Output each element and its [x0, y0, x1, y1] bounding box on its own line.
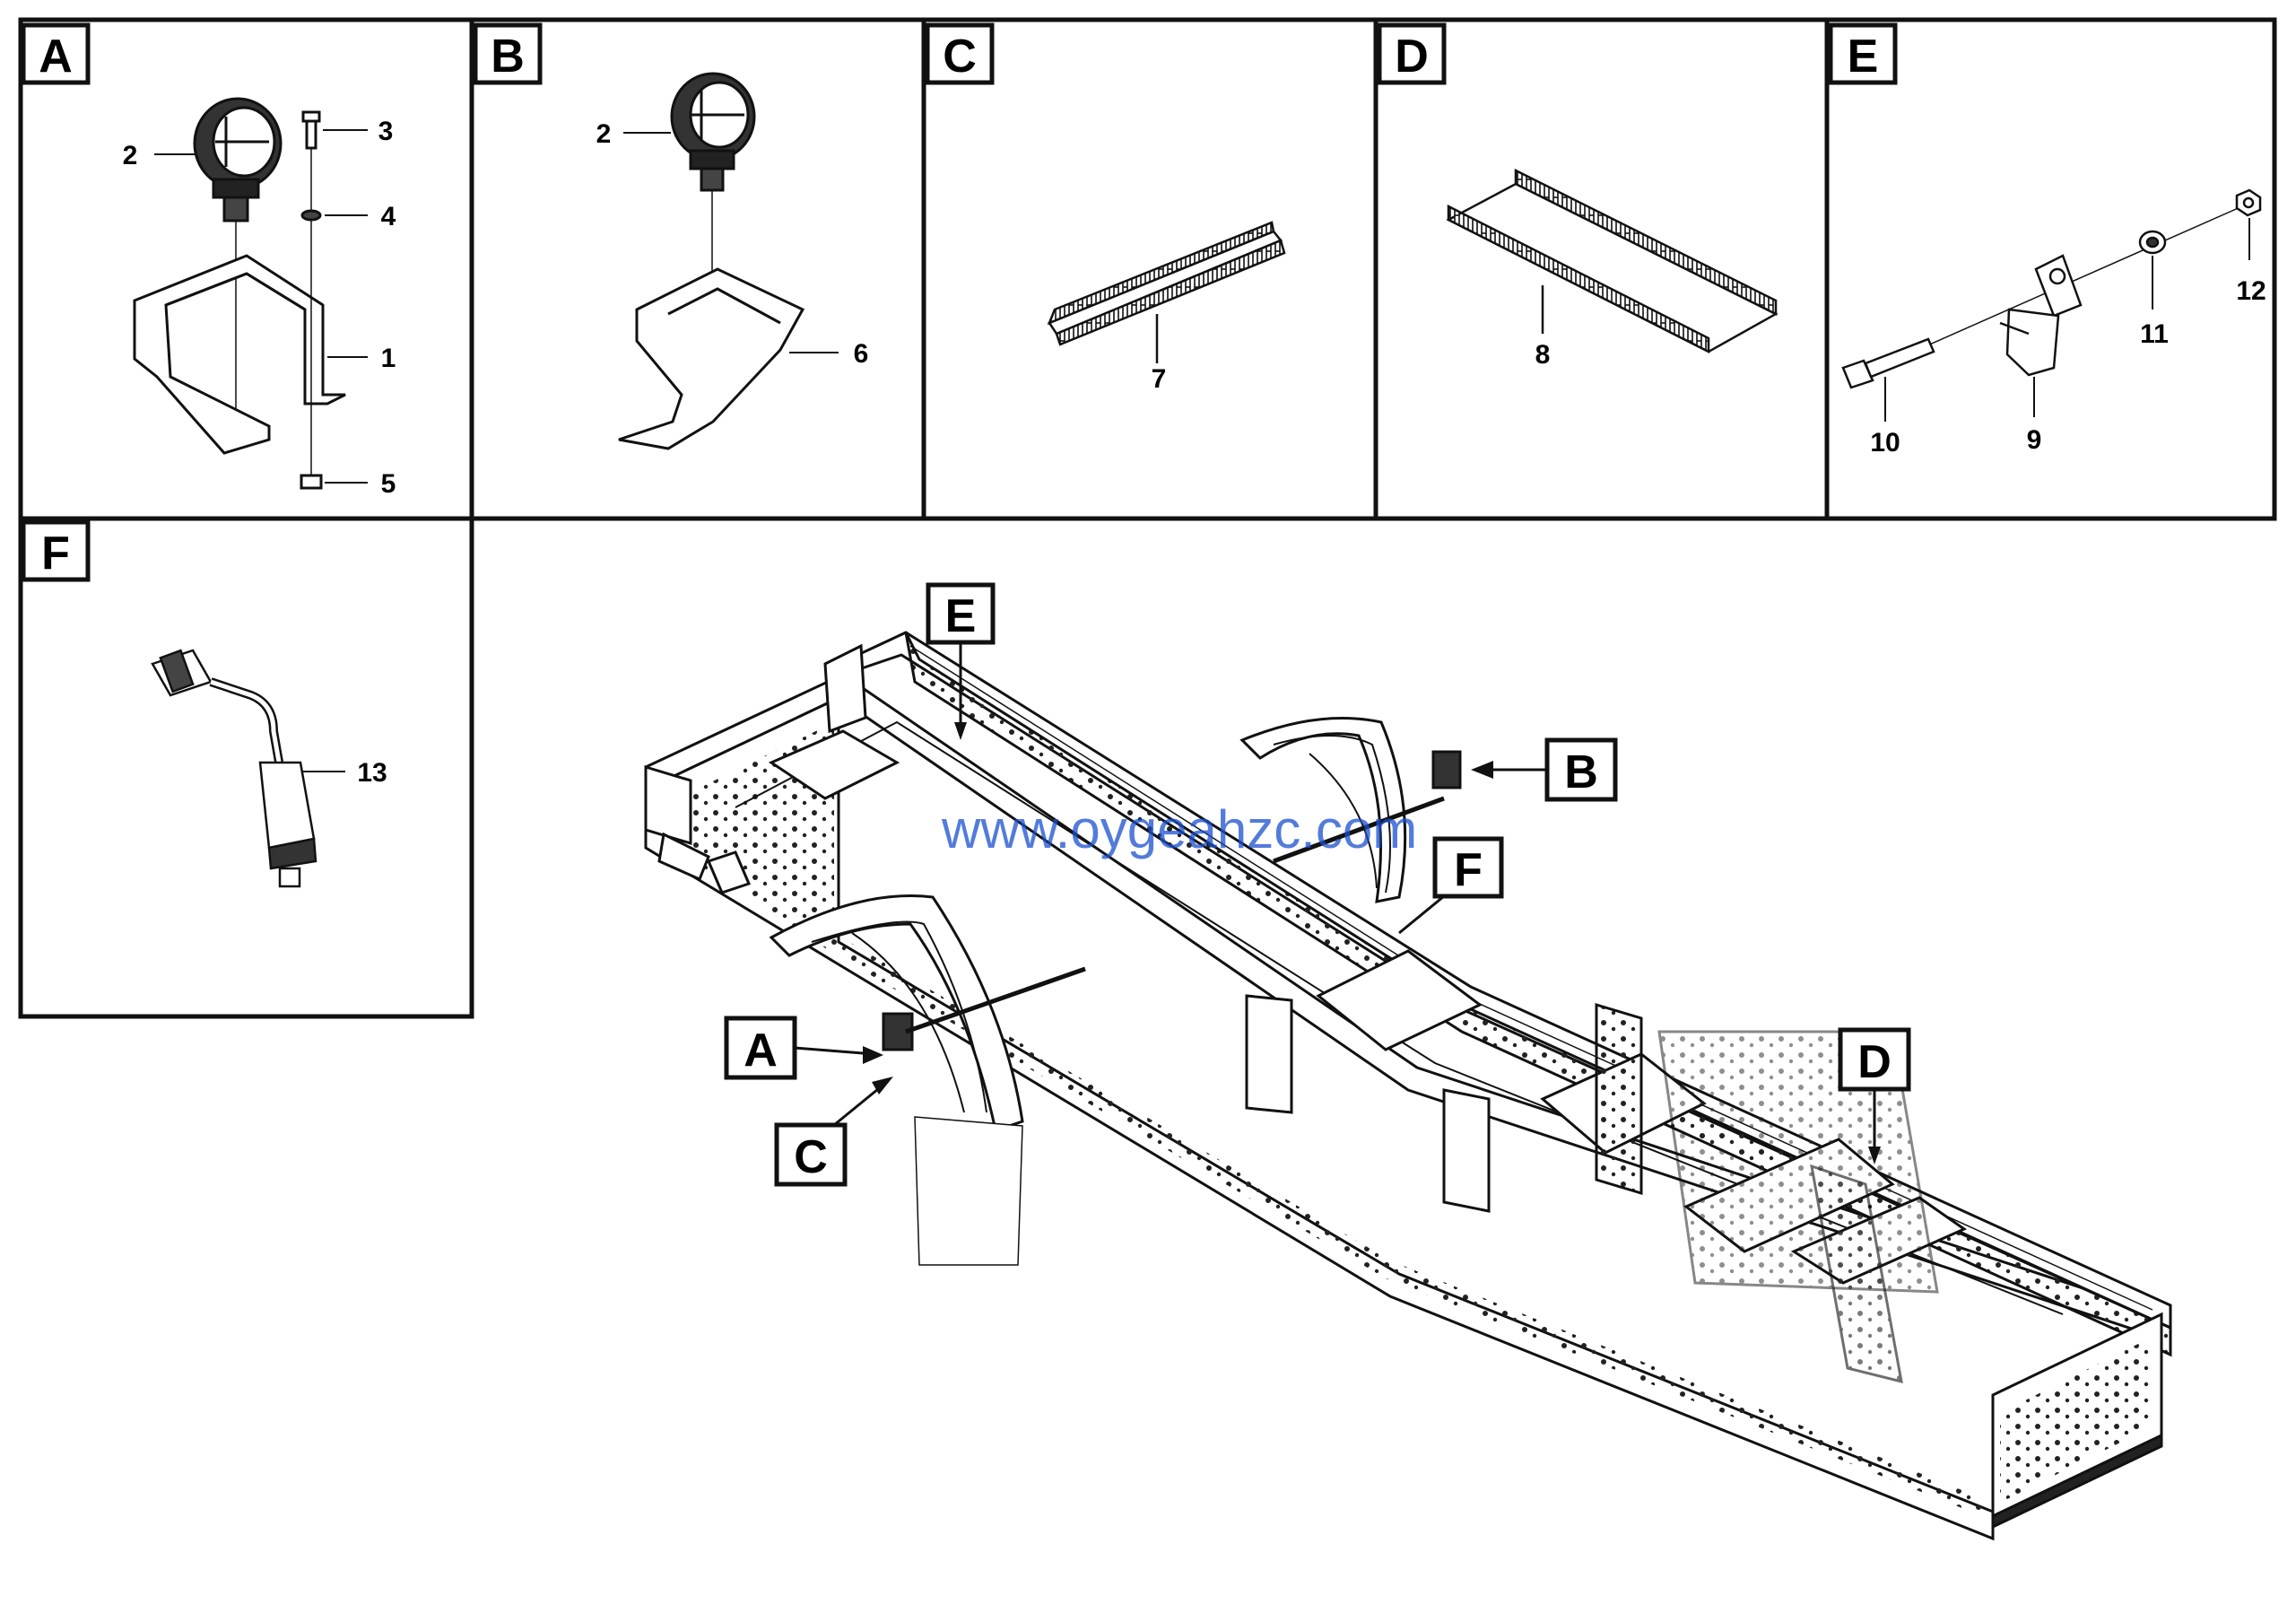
main-view-callouts: E B F A C D	[724, 582, 1911, 1187]
label-7: 7	[1152, 364, 1167, 394]
nut-12-icon	[2235, 188, 2262, 217]
watermark: www.oygeahzc.com	[941, 799, 1417, 859]
svg-text:C: C	[794, 1131, 828, 1183]
label-12: 12	[2236, 276, 2266, 306]
panel-frames	[18, 17, 2277, 1019]
chassis-frame	[644, 631, 2172, 1541]
label-6: 6	[854, 339, 869, 369]
panel-letter-boxes: A B C D E F	[21, 22, 1898, 582]
work-lamp-icon	[193, 97, 283, 422]
bracket-1-icon	[133, 254, 346, 455]
panel-f	[151, 649, 345, 888]
panel-e-letter: E	[1828, 22, 1898, 85]
svg-text:D: D	[1857, 1036, 1892, 1088]
washer-icon	[300, 209, 322, 222]
svg-text:E: E	[1848, 31, 1879, 83]
label-2: 2	[596, 119, 612, 149]
svg-text:D: D	[1395, 31, 1429, 83]
svg-text:F: F	[41, 528, 70, 580]
svg-text:E: E	[945, 590, 977, 642]
panel-d	[1446, 168, 1779, 354]
svg-text:B: B	[491, 31, 525, 83]
panel-c-letter: C	[925, 22, 995, 85]
panel-a-letter: A	[21, 22, 91, 85]
label-11: 11	[2140, 319, 2169, 349]
panel-e	[1841, 188, 2262, 422]
label-4: 4	[381, 202, 396, 231]
pressure-sensor-icon	[151, 649, 317, 888]
edge-protector-7-icon	[1047, 221, 1286, 346]
svg-text:A: A	[744, 1025, 778, 1077]
panel-c	[1047, 221, 1286, 363]
callout-b: B	[1471, 737, 1618, 802]
work-lamp-icon	[670, 72, 756, 399]
panel-b-letter: B	[473, 22, 543, 85]
panel-f-letter: F	[21, 519, 91, 582]
bolt-icon	[301, 110, 321, 475]
bolt-10-icon	[1841, 337, 1935, 389]
mudguard-right	[1239, 717, 1462, 903]
svg-text:A: A	[39, 31, 73, 83]
label-1: 1	[381, 344, 396, 373]
clamp-9-icon	[1999, 254, 2083, 377]
callout-f: F	[1398, 836, 1504, 935]
edge-protector-8-icon	[1446, 168, 1779, 354]
svg-text:B: B	[1564, 746, 1598, 798]
mudguard-left	[769, 894, 1086, 1266]
label-3: 3	[378, 117, 394, 146]
bracket-6-icon	[618, 267, 805, 450]
svg-text:C: C	[943, 31, 977, 83]
callout-d: D	[1838, 1027, 1911, 1164]
washer-11-icon	[2138, 230, 2167, 255]
panel-b	[618, 72, 839, 450]
callout-c: C	[774, 1077, 893, 1187]
svg-text:F: F	[1454, 844, 1483, 896]
panel-b-numbers: 2 6	[596, 119, 869, 369]
nut-icon	[300, 474, 323, 490]
label-9: 9	[2027, 425, 2042, 455]
panel-e-numbers: 10 9 11 12	[1870, 276, 2266, 458]
callout-a: A	[724, 1016, 883, 1080]
svg-text:www.oygeahzc.com: www.oygeahzc.com	[941, 799, 1417, 859]
panel-a-numbers: 2 3 4 1 5	[123, 117, 396, 499]
label-2: 2	[123, 141, 138, 170]
label-13: 13	[357, 758, 387, 788]
label-8: 8	[1535, 340, 1551, 370]
callout-e: E	[926, 582, 996, 740]
label-5: 5	[381, 469, 396, 499]
panel-d-letter: D	[1377, 22, 1447, 85]
panel-a	[133, 97, 368, 490]
label-10: 10	[1870, 428, 1900, 458]
